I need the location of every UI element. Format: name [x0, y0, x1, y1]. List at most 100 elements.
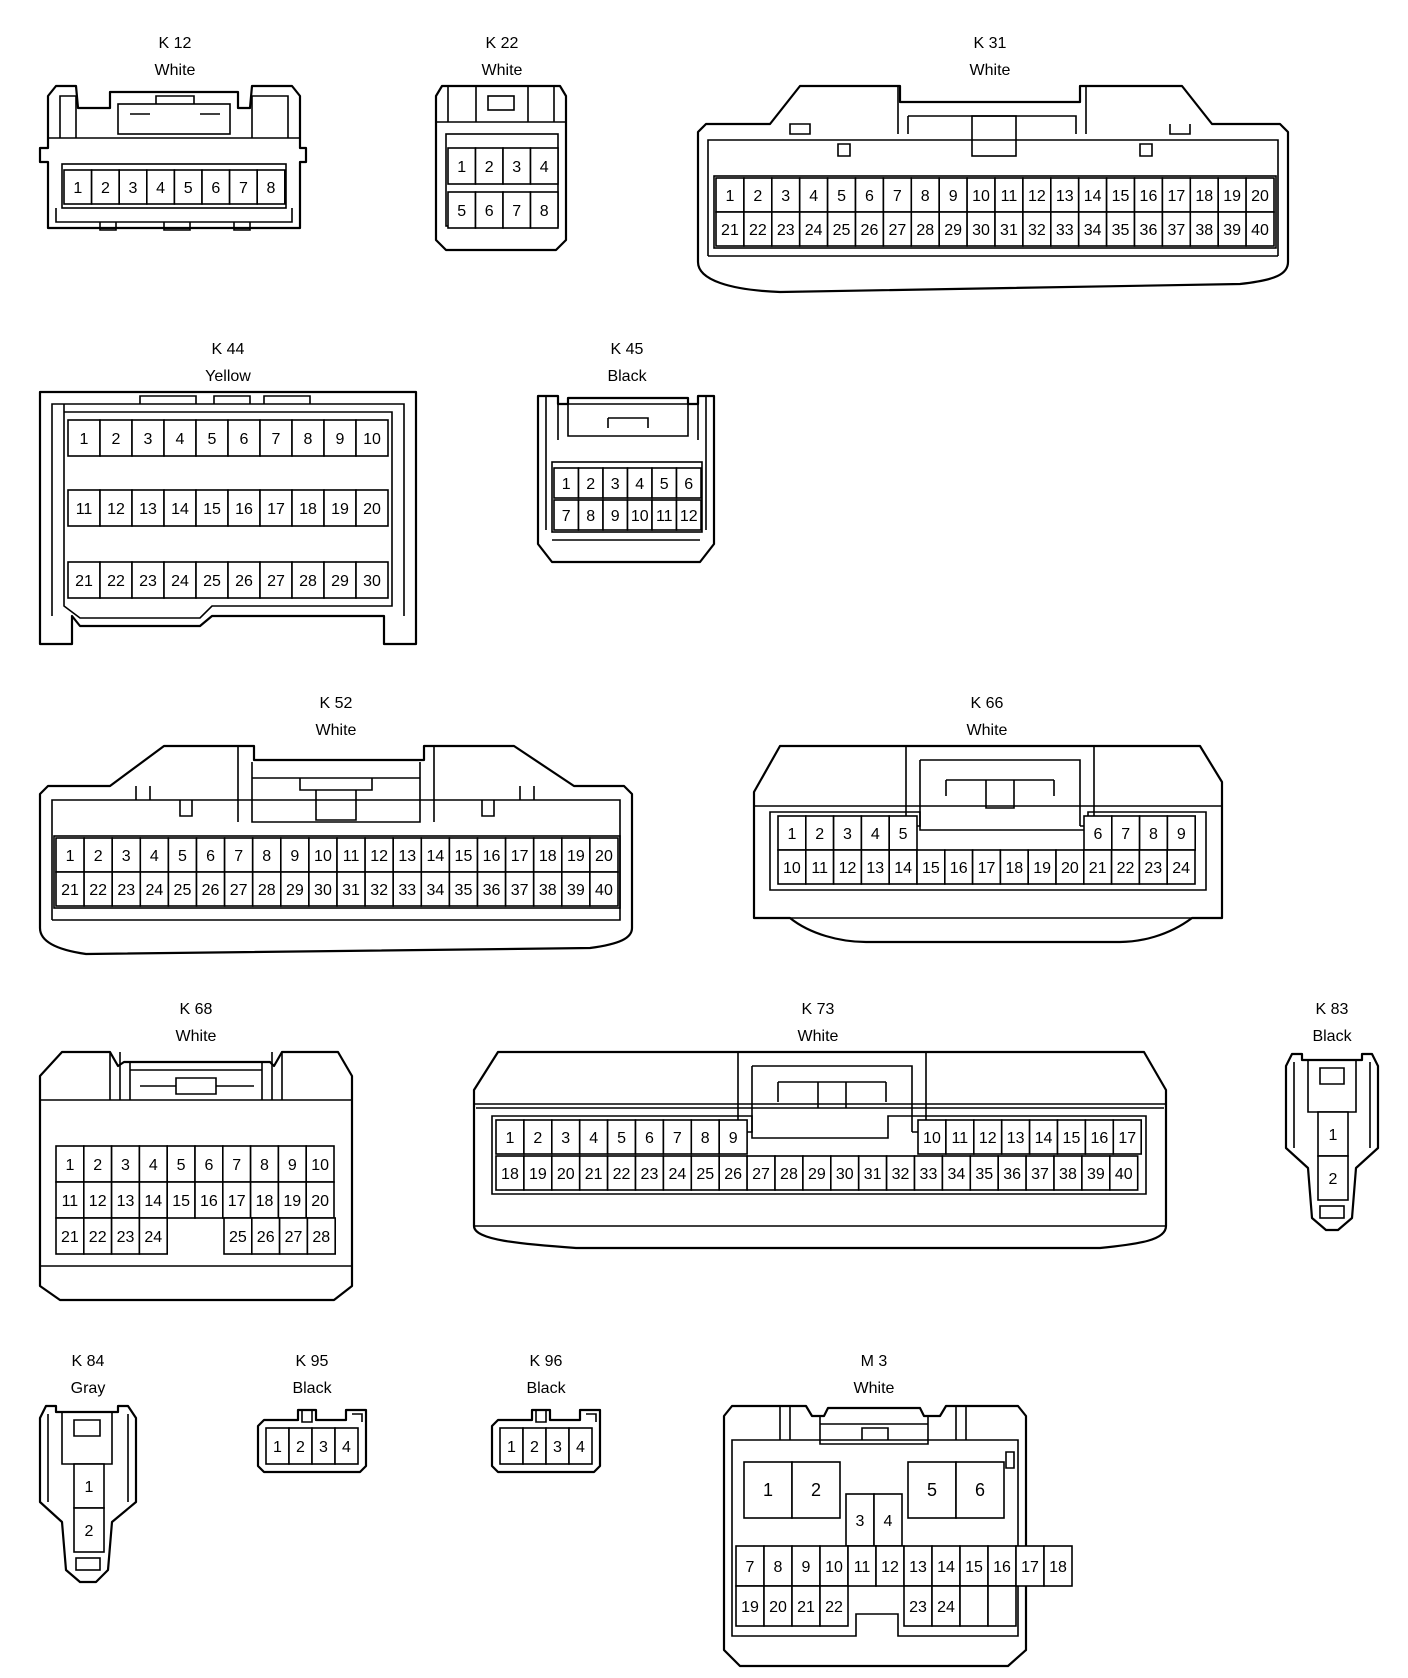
pin-label: 10	[363, 431, 381, 448]
pin-label: 9	[290, 848, 299, 865]
pin-label: 6	[240, 431, 249, 448]
pin-label: 19	[1223, 188, 1241, 205]
connector-color: White	[155, 62, 196, 79]
connector-housing	[256, 1408, 368, 1474]
pin-label: 18	[501, 1166, 519, 1183]
pin-cell	[1161, 211, 1192, 247]
pin-label: 7	[746, 1559, 755, 1576]
pin-cell	[529, 191, 559, 229]
pin-cell	[55, 837, 85, 873]
pin-label: 26	[235, 573, 253, 590]
pin-cell	[791, 1461, 841, 1519]
pin-label: 2	[85, 1523, 94, 1540]
pin-label: 27	[285, 1229, 303, 1246]
pin-label: 16	[235, 501, 253, 518]
pin-cell	[857, 1155, 888, 1191]
pin-label: 19	[529, 1166, 547, 1183]
pin-cell	[1081, 1155, 1111, 1191]
pin-label: 15	[1112, 188, 1130, 205]
pin-label: 22	[89, 882, 107, 899]
pin-label: 20	[769, 1599, 787, 1616]
pin-label: 38	[539, 882, 557, 899]
pin-label: 26	[861, 222, 879, 239]
pin-label: 17	[978, 860, 996, 877]
pin-label: 17	[267, 501, 285, 518]
pin-cell	[955, 1461, 1005, 1519]
pin-label: 22	[825, 1599, 843, 1616]
pin-label: 13	[1007, 1130, 1025, 1147]
connector-housing	[38, 390, 418, 646]
pin-label: 7	[512, 203, 521, 220]
pin-cell	[110, 1217, 141, 1255]
pin-label: 1	[505, 1130, 514, 1147]
pin-cell	[971, 849, 1002, 885]
pin-cell	[907, 1461, 957, 1519]
pin-label: 23	[909, 1599, 927, 1616]
pin-label: 2	[530, 1439, 539, 1456]
pin-label: 33	[920, 1166, 938, 1183]
pin-cell	[690, 1119, 720, 1155]
pin-cell	[602, 499, 629, 531]
pin-label: 19	[283, 1193, 301, 1210]
connector-housing	[38, 744, 634, 956]
pin-cell	[305, 1181, 335, 1219]
pin-cell	[227, 419, 261, 457]
pin-label: 21	[585, 1166, 603, 1183]
pin-label: 24	[805, 222, 823, 239]
pin-label: 7	[232, 1157, 241, 1174]
pin-label: 18	[256, 1193, 274, 1210]
connector-color: Gray	[71, 1380, 106, 1397]
pin-cell	[532, 871, 563, 907]
pin-cell	[959, 1585, 989, 1627]
connector-housing	[722, 1404, 1028, 1668]
connector-housing	[696, 84, 1290, 294]
pin-label: 13	[866, 860, 884, 877]
pin-label: 28	[780, 1166, 798, 1183]
pin-label: 6	[211, 180, 220, 197]
pin-cell	[568, 1427, 593, 1465]
pin-label: 27	[267, 573, 285, 590]
pin-label: 20	[595, 848, 613, 865]
pin-cell	[529, 147, 559, 185]
pin-label: 11	[76, 501, 93, 518]
pin-cell	[90, 169, 120, 205]
pin-cell	[131, 561, 165, 599]
pin-label: 5	[899, 826, 908, 843]
pin-cell	[251, 871, 282, 907]
pin-cell	[662, 1119, 693, 1155]
pin-cell	[291, 561, 325, 599]
pin-label: 6	[206, 848, 215, 865]
pin-label: 9	[336, 431, 345, 448]
pin-label: 28	[258, 882, 276, 899]
pin-cell	[67, 489, 101, 527]
pin-label: 13	[117, 1193, 135, 1210]
pin-label: 15	[455, 848, 473, 865]
pin-label: 36	[483, 882, 501, 899]
pin-label: 12	[881, 1559, 899, 1576]
pin-label: 21	[75, 573, 93, 590]
pin-label: 20	[363, 501, 381, 518]
pin-label: 11	[343, 848, 360, 865]
pin-label: 1	[725, 188, 734, 205]
pin-label: 21	[797, 1599, 815, 1616]
pin-cell	[847, 1545, 877, 1587]
pin-label: 3	[512, 159, 521, 176]
pin-label: 14	[171, 501, 189, 518]
pin-label: 33	[1056, 222, 1074, 239]
pin-label: 2	[94, 848, 103, 865]
pin-label: 7	[893, 188, 902, 205]
pin-label: 1	[507, 1439, 516, 1456]
pin-label: 30	[363, 573, 381, 590]
pin-label: 36	[1003, 1166, 1021, 1183]
pin-label: 15	[203, 501, 221, 518]
pin-label: 1	[66, 848, 75, 865]
pin-label: 7	[239, 180, 248, 197]
pin-cell	[504, 871, 535, 907]
pin-cell	[355, 419, 389, 457]
pin-label: 8	[1149, 826, 1158, 843]
